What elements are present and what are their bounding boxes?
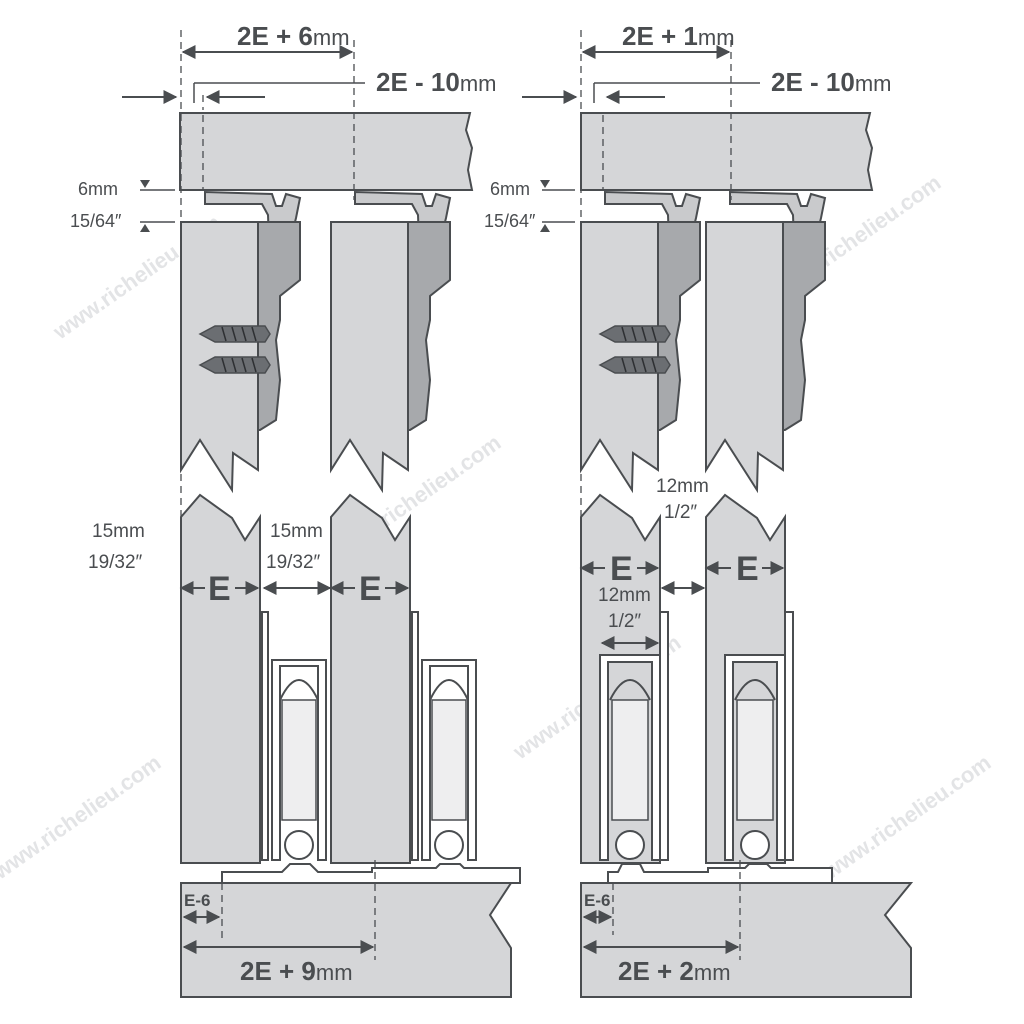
- offset-dimension-label: 2E - 10mm: [771, 67, 891, 97]
- gap-metric-label: 6mm: [78, 179, 118, 199]
- top-guide-rail: [782, 221, 826, 431]
- top-guide-rail: [257, 221, 301, 431]
- top-guide-rail: [407, 221, 451, 431]
- bottom-width-dimension-label: 2E + 2mm: [618, 956, 731, 986]
- bottom-floor-board: [580, 882, 914, 998]
- gap-imperial-label: 15/64″: [484, 211, 536, 231]
- screw-icon: [598, 325, 671, 374]
- panel-thickness-imperial-label: 19/32″: [88, 552, 143, 573]
- door-panel-1-bottom: [180, 493, 261, 864]
- right-configuration: 2E + 1mm 2E - 10mm 6mm 15/64″ 12mm 1/2″ …: [484, 21, 914, 998]
- bottom-track-profile: [221, 863, 521, 884]
- bottom-roller-assembly: [724, 611, 794, 861]
- watermark-text: www.richelieu.com: [818, 750, 996, 885]
- watermark-layer: www.richelieu.com www.richelieu.com www.…: [0, 170, 995, 885]
- door-panel-1-top: [180, 221, 259, 494]
- top-guide-rail: [657, 221, 701, 431]
- panel-gap-imperial-label: 19/32″: [266, 552, 321, 573]
- panel-thickness-e-label: E: [359, 570, 382, 608]
- recess-metric-label: 12mm: [598, 585, 651, 606]
- panel-thickness-metric-label: 15mm: [92, 521, 145, 542]
- gap-imperial-label: 15/64″: [70, 211, 122, 231]
- top-width-dimension-label: 2E + 6mm: [237, 21, 350, 51]
- door-panel-2-top: [330, 221, 409, 494]
- screw-icon: [198, 325, 271, 374]
- top-header-board: [580, 112, 874, 191]
- door-panel-1-top: [580, 221, 659, 494]
- recess-imperial-label: 1/2″: [608, 611, 641, 632]
- top-header-board: [179, 112, 474, 191]
- panel-thickness-e-label: E: [736, 550, 759, 588]
- left-configuration: 2E + 6mm 2E - 10mm 6mm 15/64″ 15mm 19/32…: [70, 21, 521, 998]
- panel-gap-metric-label: 12mm: [656, 476, 709, 497]
- offset-dimension-label: 2E - 10mm: [376, 67, 496, 97]
- bottom-track-profile: [607, 863, 833, 884]
- bottom-roller-assembly: [599, 611, 669, 861]
- gap-metric-label: 6mm: [490, 179, 530, 199]
- bottom-width-dimension-label: 2E + 9mm: [240, 956, 353, 986]
- bottom-offset-label: E-6: [184, 891, 210, 910]
- bottom-roller-assembly: [411, 611, 477, 861]
- panel-thickness-e-label: E: [610, 550, 633, 588]
- panel-gap-metric-label: 15mm: [270, 521, 323, 542]
- panel-gap-imperial-label: 1/2″: [664, 502, 697, 523]
- panel-thickness-e-label: E: [208, 570, 231, 608]
- bottom-roller-assembly: [261, 611, 327, 861]
- top-width-dimension-label: 2E + 1mm: [622, 21, 735, 51]
- door-panel-2-top: [705, 221, 784, 494]
- bottom-offset-label: E-6: [584, 891, 610, 910]
- door-panel-2-bottom: [330, 493, 411, 864]
- watermark-text: www.richelieu.com: [0, 750, 165, 885]
